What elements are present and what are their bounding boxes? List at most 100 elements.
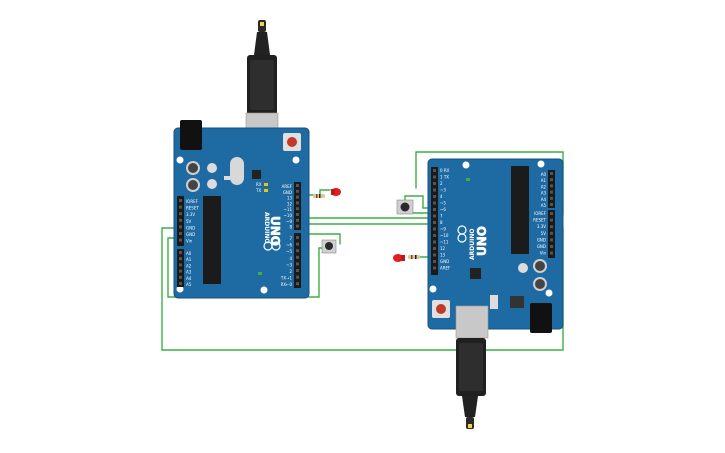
- header-pin[interactable]: [433, 182, 436, 185]
- header-pin[interactable]: [550, 190, 553, 194]
- header-pin[interactable]: [550, 231, 553, 235]
- header-pin[interactable]: [433, 247, 436, 250]
- header-pin[interactable]: [550, 218, 553, 222]
- pin-label-left-analog-3: A3: [186, 270, 192, 275]
- header-pin[interactable]: [433, 214, 436, 218]
- pin-label-right-analog-5: A5: [541, 203, 547, 208]
- pin-label-left-digbot-7: RX←0: [281, 282, 293, 287]
- header-pin[interactable]: [179, 269, 182, 273]
- header-pin[interactable]: [433, 201, 436, 205]
- header-pin[interactable]: [179, 199, 182, 202]
- header-pin[interactable]: [179, 251, 182, 254]
- push-button-left[interactable]: [321, 239, 337, 254]
- header-pin[interactable]: [433, 169, 436, 172]
- header-pin[interactable]: [550, 184, 553, 188]
- header-pin[interactable]: [179, 205, 182, 209]
- atmega-chip-left: [203, 196, 221, 284]
- pin-label-right-dig-12: 12: [440, 246, 446, 251]
- header-pin[interactable]: [550, 212, 553, 215]
- header-pin[interactable]: [296, 236, 299, 239]
- header-pin[interactable]: [179, 218, 182, 222]
- header-pin[interactable]: [433, 253, 436, 257]
- header-pin[interactable]: [433, 175, 436, 179]
- header-pin[interactable]: [550, 172, 553, 175]
- header-pin[interactable]: [433, 266, 436, 270]
- header-pin[interactable]: [433, 227, 436, 231]
- rx-label-left: RX: [256, 182, 262, 187]
- pin-label-left-digtop-5: ~10: [284, 213, 293, 218]
- header-pin[interactable]: [296, 201, 299, 205]
- header-pin[interactable]: [433, 188, 436, 192]
- header-pin[interactable]: [433, 208, 436, 211]
- header-pin[interactable]: [296, 189, 299, 193]
- header-pin[interactable]: [550, 196, 553, 200]
- pin-label-right-dig-11: ~11: [440, 240, 449, 245]
- pin-label-right-power-2: 3.3V: [537, 224, 546, 229]
- header-pin[interactable]: [296, 262, 299, 266]
- header-pin[interactable]: [179, 238, 182, 242]
- header-pin[interactable]: [179, 212, 182, 216]
- wire-right-button-a[interactable]: [404, 195, 434, 209]
- header-pin[interactable]: [433, 195, 436, 198]
- pin-label-right-dig-10: ~10: [440, 233, 449, 238]
- header-pin[interactable]: [296, 242, 299, 246]
- header-pin[interactable]: [433, 240, 436, 244]
- push-button-right[interactable]: [396, 199, 414, 215]
- header-pin[interactable]: [296, 213, 299, 216]
- header-pin[interactable]: [179, 282, 182, 285]
- digital-header-bottom-left: [294, 233, 301, 288]
- pin-label-right-dig-0: 0 RX: [440, 168, 450, 173]
- header-pin[interactable]: [550, 238, 553, 242]
- model-text-left: UNO: [268, 216, 282, 246]
- header-pin[interactable]: [433, 260, 436, 263]
- header-pin[interactable]: [179, 275, 182, 279]
- pin-label-left-power-4: GND: [186, 225, 195, 230]
- led-right[interactable]: [393, 254, 420, 262]
- header-pin[interactable]: [296, 249, 299, 253]
- pin-label-right-dig-5: ~5: [440, 201, 446, 206]
- pin-label-left-digtop-7: 8: [289, 225, 292, 230]
- pin-label-right-power-6: Vin: [540, 251, 547, 256]
- header-pin[interactable]: [296, 269, 299, 272]
- header-pin[interactable]: [550, 178, 553, 182]
- header-pin[interactable]: [296, 282, 299, 286]
- usb-connector-right: [455, 305, 489, 339]
- led-left[interactable]: [313, 188, 341, 198]
- wire-left-led[interactable]: [299, 189, 331, 196]
- power-jack-left: [180, 120, 202, 150]
- header-pin[interactable]: [179, 257, 182, 261]
- header-pin[interactable]: [179, 225, 182, 229]
- header-pin[interactable]: [296, 218, 299, 222]
- header-pin[interactable]: [179, 232, 182, 235]
- header-pin[interactable]: [550, 251, 553, 255]
- header-pin[interactable]: [296, 224, 299, 228]
- pin-label-left-power-3: 5V: [186, 219, 192, 224]
- header-pin[interactable]: [550, 225, 553, 229]
- pin-label-right-analog-0: A0: [541, 172, 547, 177]
- header-pin[interactable]: [433, 234, 436, 237]
- header-pin[interactable]: [296, 195, 299, 199]
- header-pin[interactable]: [296, 184, 299, 187]
- header-pin[interactable]: [550, 203, 553, 206]
- wire-left-button[interactable]: [299, 233, 341, 245]
- pin-label-right-power-1: RESET: [533, 218, 546, 223]
- pin-label-left-digtop-6: ~9: [286, 219, 292, 224]
- header-pin[interactable]: [296, 275, 299, 279]
- pin-label-left-analog-4: A4: [186, 276, 192, 281]
- header-pin[interactable]: [179, 263, 182, 267]
- header-pin[interactable]: [433, 221, 436, 224]
- header-pin[interactable]: [296, 255, 299, 259]
- header-pin[interactable]: [550, 245, 553, 248]
- pin-label-right-dig-7: 7: [440, 214, 443, 219]
- pin-label-left-analog-0: A0: [186, 251, 192, 256]
- pin-label-right-dig-14: GND: [440, 259, 449, 264]
- model-text-right: UNO: [475, 226, 489, 256]
- pin-label-left-power-0: IOREF: [186, 199, 199, 204]
- header-pin[interactable]: [296, 207, 299, 211]
